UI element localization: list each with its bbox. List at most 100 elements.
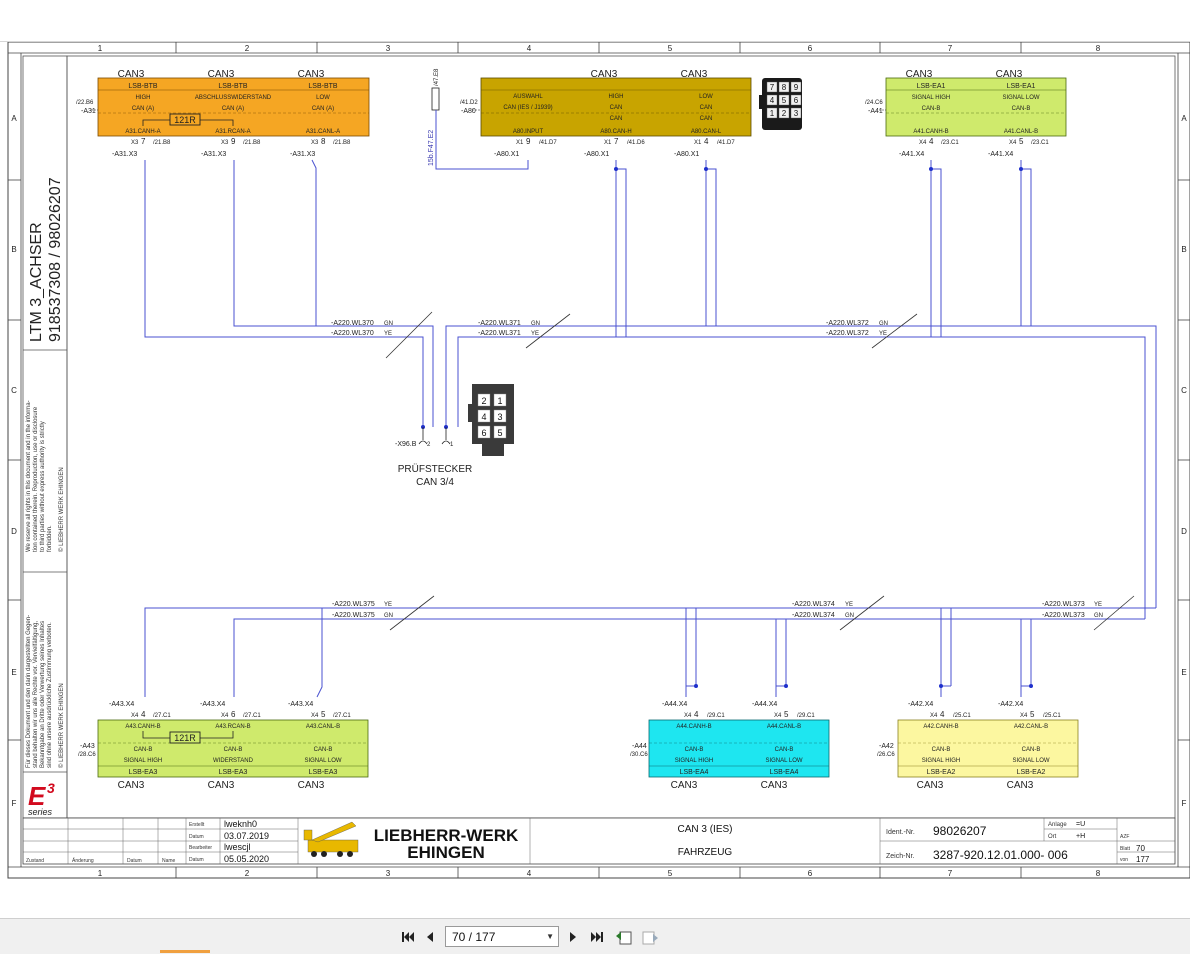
- module-a31[interactable]: CAN3 CAN3 CAN3 LSB-BTB LSB-BTB LSB-BTB H…: [76, 69, 370, 158]
- wire-ref: -A31.X3: [201, 151, 226, 158]
- col-label: 5: [668, 869, 673, 878]
- go-forward-view-button[interactable]: [640, 927, 660, 947]
- col-label: 5: [668, 44, 673, 53]
- can-channel: CAN: [700, 105, 713, 111]
- wire-ref: -A44.X4: [662, 701, 687, 708]
- project-numbers: 918537308 / 98026207: [47, 177, 64, 342]
- row-label: E: [1181, 668, 1186, 677]
- signal-name: SIGNAL LOW: [1002, 95, 1039, 101]
- bus-label: CAN3: [118, 780, 145, 791]
- pin-number: 8: [321, 137, 326, 146]
- pin-number: 9: [231, 137, 236, 146]
- bus-label: CAN3: [1007, 780, 1034, 791]
- previous-page-button[interactable]: [420, 927, 440, 947]
- xref: /21.B8: [333, 140, 351, 146]
- field-label: Ident.-Nr.: [886, 829, 915, 836]
- wire-ref: -A80.X1: [494, 151, 519, 158]
- module-a80[interactable]: CAN3 CAN3 AUSWAHL HIGH LOW CAN (IES / J1…: [428, 68, 752, 166]
- svg-text:6: 6: [481, 428, 486, 438]
- bus-label: CAN3: [591, 69, 618, 80]
- can-channel: CAN: [700, 116, 713, 122]
- previous-view-icon: [616, 931, 632, 945]
- col-label: 4: [527, 869, 532, 878]
- svg-text:5: 5: [497, 428, 502, 438]
- go-back-view-button[interactable]: [614, 927, 634, 947]
- wire-label: -A220.WL373: [1042, 601, 1085, 608]
- can-channel: CAN (A): [222, 106, 244, 112]
- module-id: -A80: [461, 108, 476, 115]
- module-id: -A31: [81, 108, 96, 115]
- signal-name: HIGH: [609, 94, 624, 100]
- row-label: A: [11, 114, 17, 123]
- wiring: [144, 153, 1157, 698]
- pin-name: A43.RCAN-B: [215, 724, 250, 730]
- last-page-icon: [591, 932, 603, 942]
- pin-name: A41.CANL-B: [1004, 129, 1038, 135]
- module-a44[interactable]: -A44.X4 -A44.X4 X4 4 /29.C1 X4 5 /29.C1 …: [630, 701, 830, 791]
- pin-name: A42.CANH-B: [923, 724, 958, 730]
- company-name: LIEBHERR-WERK: [374, 826, 519, 845]
- project-model: LTM 3_ACHSER: [28, 222, 45, 342]
- col-label: 2: [245, 44, 250, 53]
- can-channel: CAN-B: [1012, 106, 1031, 112]
- xref: /27.C1: [333, 713, 351, 719]
- module-type: LSB-EA3: [219, 769, 248, 776]
- resistor-value: 121R: [174, 115, 196, 125]
- pin-number: 4: [704, 137, 709, 146]
- module-type: LSB-EA3: [129, 769, 158, 776]
- xref: /25.C1: [1043, 713, 1061, 719]
- pin-number: 4: [940, 710, 945, 719]
- wire-label: -A220.WL373: [1042, 612, 1085, 619]
- module-a42[interactable]: -A42.X4 -A42.X4 X4 4 /25.C1 X4 5 /25.C1 …: [877, 701, 1079, 791]
- signal-name: LOW: [699, 94, 713, 100]
- module-id: -A41: [868, 108, 883, 115]
- wire-label: -A220.WL370: [331, 330, 374, 337]
- pin-name: A31.CANH-A: [125, 129, 160, 135]
- can-channel: CAN: [610, 105, 623, 111]
- rev-header: Datum: [127, 858, 142, 864]
- xref: /29.C1: [797, 713, 815, 719]
- page-number-select[interactable]: 70 / 177 ▼: [445, 926, 559, 947]
- title-block: Zustand Änderung Datum Name Erstellt Dat…: [22, 817, 1176, 865]
- pin-number: 7: [614, 137, 619, 146]
- svg-text:2: 2: [481, 396, 486, 406]
- last-page-button[interactable]: [587, 927, 607, 947]
- col-label: 6: [808, 869, 813, 878]
- loading-indicator: [160, 950, 210, 953]
- pin-name: A43.CANH-B: [125, 724, 160, 730]
- wire-label: -A220.WL371: [478, 330, 521, 337]
- pin-name: A80.CAN-L: [691, 129, 722, 135]
- field-value: +H: [1076, 833, 1085, 840]
- wire-ref: -A80.X1: [674, 151, 699, 158]
- col-label: 8: [1096, 869, 1101, 878]
- connector-label: X1: [604, 140, 612, 146]
- sheet-total: 177: [1136, 855, 1150, 864]
- can-channel: CAN-B: [932, 747, 951, 753]
- field-label: Anlage: [1048, 822, 1067, 828]
- first-page-button[interactable]: [398, 927, 418, 947]
- wire-ref: -A42.X4: [998, 701, 1023, 708]
- xref: /21.B8: [153, 140, 171, 146]
- col-label: 3: [386, 869, 391, 878]
- module-a43[interactable]: -A43.X4 -A43.X4 -A43.X4 X4 4 /27.C1 X4 6…: [78, 701, 369, 791]
- notice-de-line: Bekanntgabe an Dritte oder Verwertung se…: [40, 621, 46, 768]
- xref: /23.C1: [941, 140, 959, 146]
- connector-label: X4: [131, 713, 139, 719]
- connector-label: X4: [684, 713, 692, 719]
- xref: /27.C1: [153, 713, 171, 719]
- junction-dots: [421, 167, 1033, 688]
- field-label: Erstellt: [189, 822, 205, 828]
- document-viewport[interactable]: 1 2 3 4 5 6 7 8 1 2 3 4 5 6 7 8 A B C D …: [0, 42, 1190, 916]
- row-label: D: [11, 527, 17, 536]
- module-a41[interactable]: CAN3 CAN3 LSB-EA1 LSB-EA1 SIGNAL HIGH SI…: [865, 69, 1067, 158]
- test-plug-label: CAN 3/4: [416, 477, 454, 488]
- connector-label: X4: [1009, 140, 1017, 146]
- col-label: 8: [1096, 44, 1101, 53]
- next-page-button[interactable]: [563, 927, 583, 947]
- connector-label: X3: [221, 140, 229, 146]
- crane-logo-icon: [303, 821, 359, 857]
- field-value: =U: [1076, 821, 1085, 828]
- svg-text:1: 1: [497, 396, 502, 406]
- page-number-value: 70 / 177: [452, 929, 496, 944]
